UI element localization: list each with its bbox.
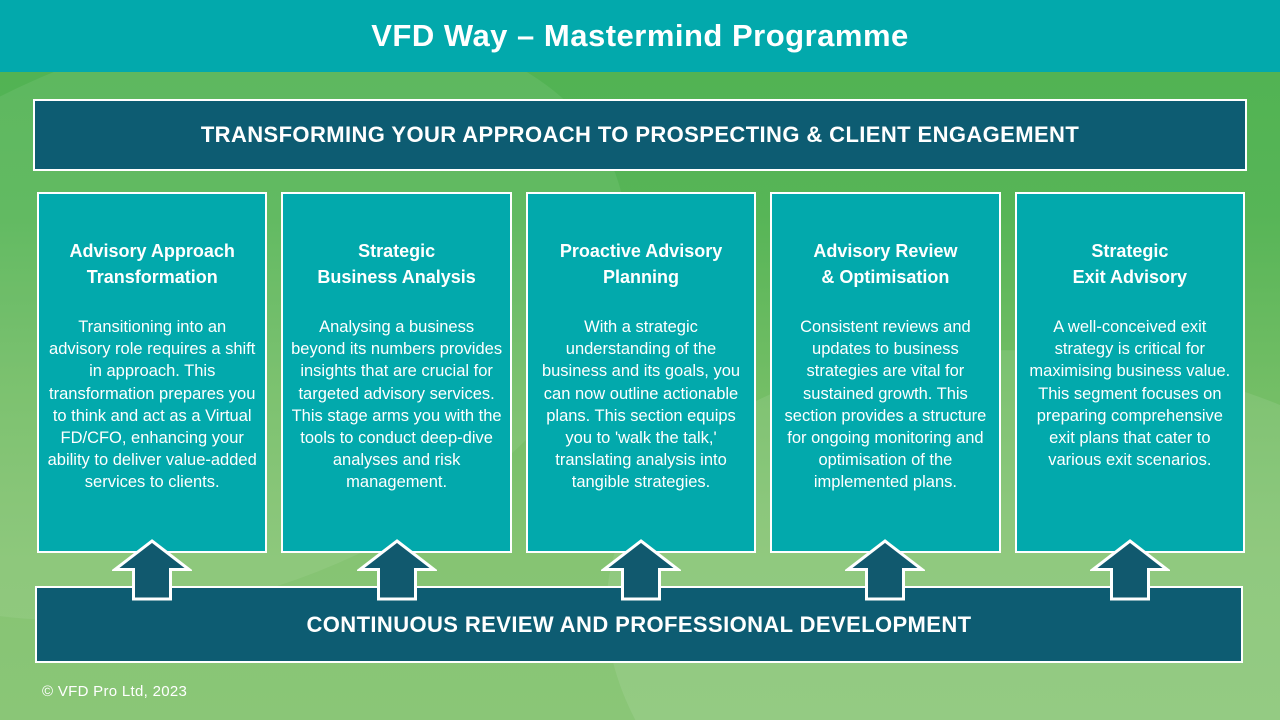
card-title: Advisory Approach Transformation bbox=[69, 241, 235, 288]
up-arrow-icon bbox=[601, 539, 682, 601]
card-advisory-approach-transformation: Advisory Approach Transformation Transit… bbox=[37, 192, 268, 601]
top-banner-label: TRANSFORMING YOUR APPROACH TO PROSPECTIN… bbox=[200, 122, 1080, 147]
card-body: Consistent reviews and updates to busine… bbox=[784, 318, 987, 491]
card-body: With a strategic understanding of the bu… bbox=[541, 318, 741, 491]
up-arrow-icon bbox=[1089, 539, 1170, 601]
card-title: Strategic Business Analysis bbox=[317, 241, 476, 288]
card-proactive-advisory-planning: Proactive Advisory Planning With a strat… bbox=[525, 192, 757, 601]
card-strategic-exit-advisory: Strategic Exit Advisory A well-conceived… bbox=[1014, 192, 1246, 601]
card-body: A well-conceived exit strategy is critic… bbox=[1029, 318, 1231, 469]
card-title: Strategic Exit Advisory bbox=[1072, 241, 1188, 288]
card-strategic-business-analysis: Strategic Business Analysis Analysing a … bbox=[281, 192, 512, 601]
card-advisory-review-optimisation: Advisory Review & Optimisation Consisten… bbox=[770, 192, 1001, 601]
card-title: Proactive Advisory Planning bbox=[559, 241, 723, 288]
top-banner: TRANSFORMING YOUR APPROACH TO PROSPECTIN… bbox=[33, 99, 1247, 171]
header-bar: VFD Way – Mastermind Programme bbox=[0, 0, 1280, 72]
card-body: Transitioning into an advisory role requ… bbox=[47, 318, 257, 491]
card-body: Analysing a business beyond its numbers … bbox=[291, 318, 503, 491]
up-arrow-icon bbox=[112, 539, 193, 601]
card-title: Advisory Review & Optimisation bbox=[813, 241, 958, 288]
cards-row: Advisory Approach Transformation Transit… bbox=[37, 192, 1246, 601]
up-arrow-icon bbox=[845, 539, 926, 601]
page-title: VFD Way – Mastermind Programme bbox=[371, 18, 909, 53]
up-arrow-icon bbox=[356, 539, 437, 601]
copyright-text: © VFD Pro Ltd, 2023 bbox=[42, 683, 188, 700]
bottom-banner-label: CONTINUOUS REVIEW AND PROFESSIONAL DEVEL… bbox=[306, 611, 972, 637]
